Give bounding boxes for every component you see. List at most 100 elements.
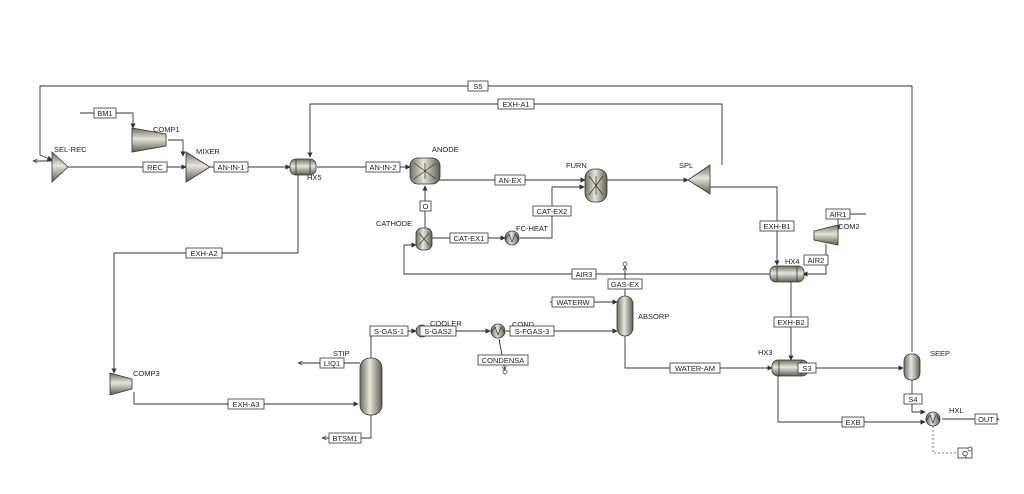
stream-comp1-out-line[interactable] [168,139,186,157]
stream-s3-tag[interactable] [797,362,817,374]
block-label-absorp: ABSORP [638,312,669,321]
stream-air1-label: AIR1 [830,210,847,219]
stream-o-tag[interactable] [419,200,432,212]
stream-liq1-label: LIQ1 [324,359,340,368]
stream-bm1-tag[interactable] [93,107,117,119]
stream-air2-tag[interactable] [803,254,829,266]
stream-s-fgas-3-tag[interactable] [509,325,555,337]
stream-gas-ex-label: GAS-EX [611,280,639,289]
seep-flash-icon[interactable] [903,353,921,381]
comp1-compressor-icon[interactable] [131,127,167,153]
stream-exh-b2-label: EXH-B2 [777,318,804,327]
condensa-port-icon [502,369,508,375]
stream-an-in-1-tag[interactable] [213,161,249,173]
cathode-packing-marks [418,232,430,246]
stream-air2-line[interactable] [802,244,827,277]
stream-liq1-tag[interactable] [319,357,345,369]
block-label-furn: FURN [566,161,587,170]
stream-exh-b1-tag[interactable] [759,220,795,232]
port-markers [502,261,973,452]
block-label-spl: SPL [679,161,693,170]
block-labels: SEL-REC COMP1 MIXER HX5 ANODE FURN SPL C… [54,125,964,415]
block-label-seep: SEEP [930,349,950,358]
stream-exb-line[interactable] [777,376,926,425]
stream-an-ex-label: AN-EX [499,176,522,185]
block-label-hxl: HXL [949,406,964,415]
stream-lines [33,85,999,453]
stream-exh-a1-line[interactable] [307,103,723,165]
stream-air3-label: AIR3 [576,270,593,279]
stream-btsm1-tag[interactable] [328,432,362,444]
stream-s5-label: S5 [473,82,482,91]
block-label-cathode: CATHODE [376,219,412,228]
sel-rec-splitter-icon[interactable] [51,151,69,183]
stream-o-label: O [423,202,429,211]
block-label-fc-heat: FC-HEAT [516,224,548,233]
stream-labels: S5 EXH-A1 BM1 REC AN-IN-1 AN-IN-2 AN-EX … [93,80,998,459]
stream-exh-a2-tag[interactable] [185,247,223,259]
stream-exh-a2-line[interactable] [111,175,299,374]
stream-s-gas2-tag[interactable] [419,325,457,337]
stream-s3-label: S3 [802,364,811,373]
stream-air2-label: AIR2 [808,256,825,265]
stream-q-label: Q [962,449,968,458]
block-label-stip: STIP [333,349,350,358]
stip-column-icon[interactable] [359,357,383,416]
hx4-exchanger-icon[interactable] [769,265,805,283]
stream-exh-a3-tag[interactable] [227,398,265,410]
stream-exb-label: EXB [845,418,860,427]
mixer-icon[interactable] [185,151,211,183]
stream-s5-tag[interactable] [467,80,489,92]
stream-gas-ex-tag[interactable] [607,278,643,290]
block-label-sel-rec: SEL-REC [54,145,87,154]
stream-s-gas-1-tag[interactable] [369,325,409,337]
stream-water-am-label: WATER-AM [675,364,715,373]
stream-q-line[interactable] [932,426,968,453]
stream-an-in-2-tag[interactable] [365,161,401,173]
anode-packing-marks [413,162,437,180]
stream-an-in-1-label: AN-IN-1 [217,163,244,172]
stream-btsm1-label: BTSM1 [332,434,357,443]
unit-blocks [51,127,941,427]
block-label-hx5: HX5 [307,173,322,182]
stream-air3-tag[interactable] [571,268,597,280]
stream-exb-tag[interactable] [841,416,865,428]
stream-cat-ex2-tag[interactable] [532,205,572,217]
stream-condensa-label: CONDENSA [482,356,525,365]
absorp-column-icon[interactable] [616,295,634,337]
com2-compressor-icon[interactable] [813,224,839,246]
stream-s4-line[interactable] [911,380,926,415]
stream-water-am-tag[interactable] [669,362,721,374]
hx5-exchanger-icon[interactable] [289,158,317,176]
stream-water-am-line[interactable] [624,336,773,371]
block-label-cond: COND [512,320,535,329]
stream-exh-b2-tag[interactable] [773,316,809,328]
stream-an-ex-tag[interactable] [494,174,526,186]
stream-s4-tag[interactable] [903,393,923,405]
stream-s-gas-1-label: S-GAS-1 [374,327,404,336]
stream-exh-a3-line[interactable] [133,392,359,407]
stream-exh-a1-label: EXH-A1 [502,100,529,109]
stream-condensa-tag[interactable] [477,354,529,366]
comp3-compressor-icon[interactable] [109,372,133,396]
hxl-coil [925,414,941,424]
stream-rec-tag[interactable] [142,161,168,173]
stream-exh-b1-line[interactable] [710,186,780,266]
stream-s5-line[interactable] [39,85,913,352]
spl-splitter-icon[interactable] [687,164,711,195]
stream-air1-tag[interactable] [825,208,851,220]
stream-waterw-tag[interactable] [551,296,595,308]
stream-exh-a1-tag[interactable] [497,98,535,110]
stream-out-tag[interactable] [974,413,998,425]
stream-an-in-2-label: AN-IN-2 [369,163,396,172]
stream-cat-ex1-tag[interactable] [449,232,489,244]
stream-q-tag[interactable] [957,447,973,459]
stream-exh-b1-label: EXH-B1 [763,222,790,231]
block-label-anode: ANODE [432,145,459,154]
stream-rec-label: REC [147,163,163,172]
fc-heat-coil [504,233,520,243]
stream-s4-label: S4 [908,395,917,404]
stream-cat-ex2-label: CAT-EX2 [537,207,568,216]
block-label-cooler: COOLER [430,319,462,328]
